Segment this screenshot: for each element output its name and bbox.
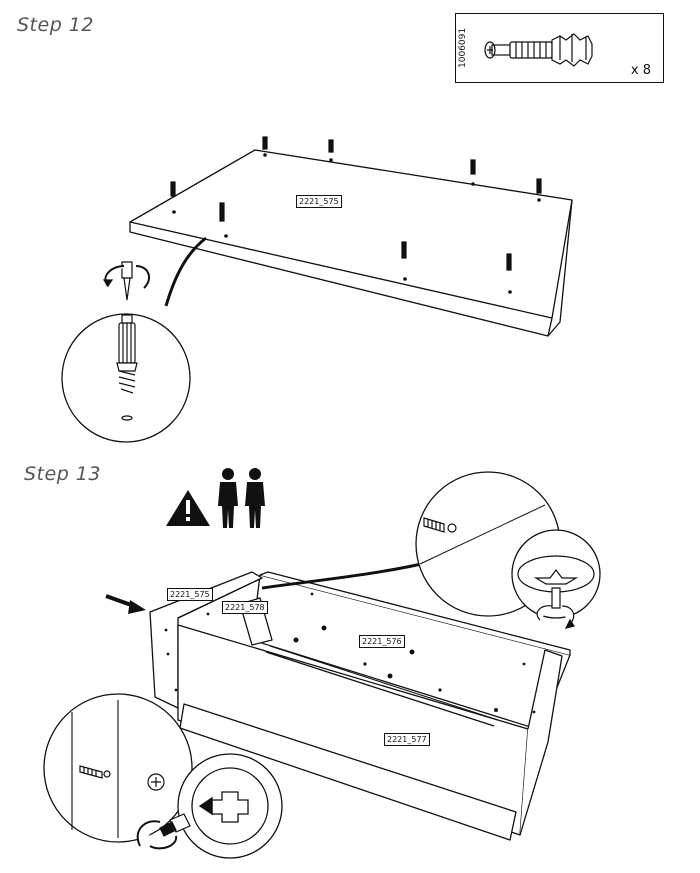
hardware-quantity: x 8 bbox=[630, 63, 651, 78]
cam-bolt-detail bbox=[116, 314, 138, 421]
label-board-step12: 2221_575 bbox=[296, 195, 342, 208]
detail-circle-step12 bbox=[61, 313, 191, 443]
bolt-2 bbox=[328, 139, 334, 162]
screwdriver-icon-step13-top bbox=[536, 587, 575, 629]
step-12-title: Step 12 bbox=[17, 14, 94, 36]
label-front-panel: 2221_577 bbox=[384, 733, 430, 746]
bolt-1 bbox=[262, 136, 268, 157]
hardware-box: 1006091 x 8 bbox=[455, 13, 664, 83]
screwdriver-icon-step13-bottom bbox=[136, 813, 191, 850]
step-13-title: Step 13 bbox=[24, 463, 101, 485]
label-inner-panel: 2221_578 bbox=[222, 601, 268, 614]
screw-head-icon bbox=[147, 773, 165, 791]
board-edge bbox=[129, 222, 553, 337]
label-left-panel: 2221_575 bbox=[167, 588, 213, 601]
cam-bolts-step12 bbox=[170, 136, 542, 294]
two-persons-icon bbox=[218, 468, 265, 528]
screwdriver-icon-step12 bbox=[102, 261, 151, 301]
bolt-8 bbox=[506, 253, 512, 294]
dowel-detail bbox=[79, 765, 111, 779]
cam-lock-icon bbox=[517, 555, 595, 593]
bolt-3 bbox=[470, 159, 476, 186]
bolt-5 bbox=[170, 181, 176, 214]
bolt-7 bbox=[401, 241, 407, 281]
cam-lock-lower-icon bbox=[191, 767, 269, 845]
label-back-panel: 2221_576 bbox=[359, 635, 405, 648]
cam-bolt-detail-step13 bbox=[423, 517, 457, 533]
warning-icon bbox=[166, 490, 210, 526]
right-panel bbox=[519, 649, 563, 836]
bolt-6 bbox=[219, 202, 228, 238]
bolt-4 bbox=[536, 178, 542, 202]
push-arrow-icon bbox=[105, 594, 146, 614]
cam-bolt-icon bbox=[484, 33, 593, 67]
